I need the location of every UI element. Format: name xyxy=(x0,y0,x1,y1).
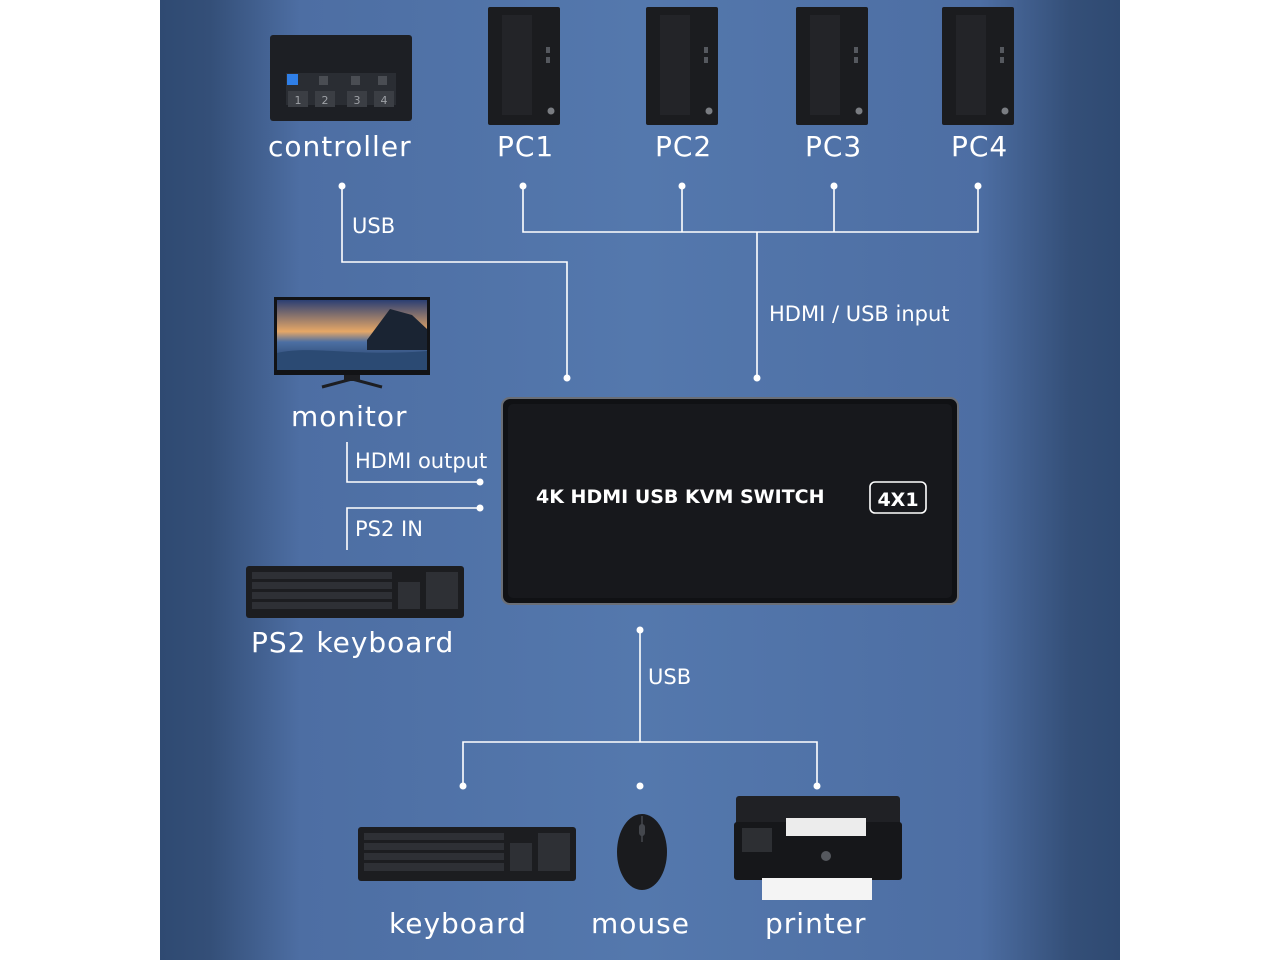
controller-button-3: 3 xyxy=(354,94,361,107)
ps2-keyboard-label: PS2 keyboard xyxy=(251,626,455,659)
ps2-keyboard-device xyxy=(246,566,464,618)
pc1-label: PC1 xyxy=(497,130,555,163)
pc4-tower xyxy=(942,7,1014,125)
pc2-label: PC2 xyxy=(655,130,713,163)
kvm-switch: 4K HDMI USB KVM SWITCH 4X1 xyxy=(501,397,959,605)
pc2-tower xyxy=(646,7,718,125)
switch-title: 4K HDMI USB KVM SWITCH xyxy=(536,486,825,508)
controller-label: controller xyxy=(268,130,412,163)
printer-label: printer xyxy=(765,907,867,940)
diagram-panel: 1 2 3 4 xyxy=(160,0,1120,960)
switch-badge: 4X1 xyxy=(877,489,918,511)
ps2-in-label: PS2 IN xyxy=(355,517,423,541)
controller-button-4: 4 xyxy=(381,94,388,107)
hdmi-usb-input-label: HDMI / USB input xyxy=(769,302,950,326)
mouse-device xyxy=(617,814,667,890)
keyboard-device xyxy=(358,827,576,881)
hdmi-output-label: HDMI output xyxy=(355,449,488,473)
pc4-label: PC4 xyxy=(951,130,1009,163)
controller-usb-label: USB xyxy=(352,214,396,238)
pc3-label: PC3 xyxy=(805,130,863,163)
controller-device: 1 2 3 4 xyxy=(270,35,412,121)
controller-button-2: 2 xyxy=(322,94,329,107)
mouse-label: mouse xyxy=(591,907,690,940)
monitor-device xyxy=(274,297,430,389)
connection-lines xyxy=(338,182,982,790)
pc3-tower xyxy=(796,7,868,125)
monitor-label: monitor xyxy=(291,400,408,433)
printer-device xyxy=(734,796,902,900)
pc1-tower xyxy=(488,7,560,125)
usb-bottom-label: USB xyxy=(648,665,692,689)
controller-button-1: 1 xyxy=(295,94,302,107)
keyboard-label: keyboard xyxy=(389,907,527,940)
